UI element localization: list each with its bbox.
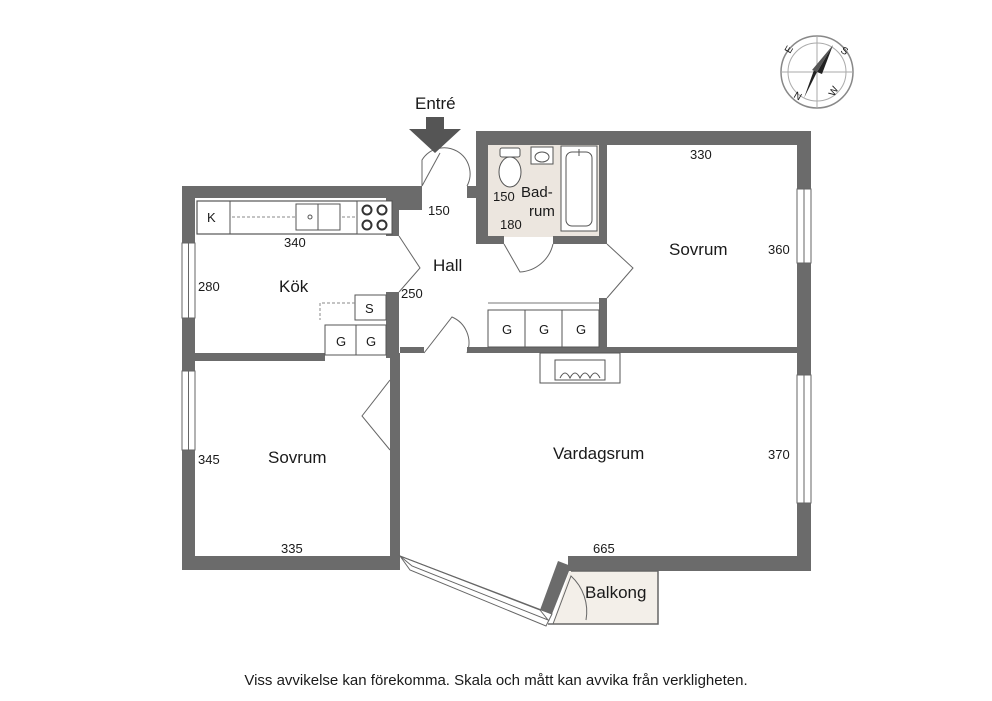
room-label-living: Vardagsrum [553,444,644,463]
fireplace-icon [539,352,621,384]
room-label-bathroom: Bad- [521,184,553,201]
dim-living-depth: 370 [768,447,790,462]
room-label-bedroom-upper: Sovrum [669,240,728,259]
dim-bedroom-upper-depth: 360 [768,242,790,257]
fridge-label: K [207,210,216,225]
doors [361,147,634,625]
dim-bedroom-upper-width: 330 [690,147,712,162]
dim-living-width: 665 [593,541,615,556]
room-label-balcony: Balkong [585,583,646,602]
room-label-bedroom-lower: Sovrum [268,448,327,467]
stove-icon [356,200,393,235]
balcony-outline [548,570,659,625]
dim-kitchen-depth: 280 [198,279,220,294]
room-label-kitchen: Kök [279,277,309,296]
dim-hall-side: 250 [401,286,423,301]
compass-s: S [839,45,851,58]
kitchen-dash [319,302,355,320]
entrance-arrow [409,117,461,153]
hall-wardrobe-label: G [576,322,586,337]
toilet-icon [498,147,522,188]
compass-e: E [783,44,796,56]
freezer-box [354,294,387,321]
windows [181,188,812,627]
dim-bedroom-lower-depth: 345 [198,452,220,467]
hall-wardrobe-label: G [539,322,549,337]
dim-bath-b: 180 [500,217,522,232]
entrance-label: Entré [415,94,456,113]
balcony-floor [553,566,658,624]
disclaimer-text: Viss avvikelse kan förekomma. Skala och … [244,672,748,689]
compass-n: N [792,90,804,103]
compass-icon [780,35,854,109]
dim-kitchen-width: 340 [284,235,306,250]
kitchen-wardrobe-label: G [366,334,376,349]
freezer-label: S [365,301,374,316]
walls [182,131,811,571]
room-label-hall: Hall [433,256,462,275]
bathtub-icon [560,145,598,232]
dim-bath-a: 150 [493,189,515,204]
hall-wardrobe-label: G [502,322,512,337]
dim-bedroom-lower-width: 335 [281,541,303,556]
sink-icon [530,146,554,165]
kitchen-wardrobe-label: G [336,334,346,349]
hall-wardrobe-box [487,309,600,348]
room-label-bathroom: rum [529,203,555,220]
dim-hall-top: 150 [428,203,450,218]
